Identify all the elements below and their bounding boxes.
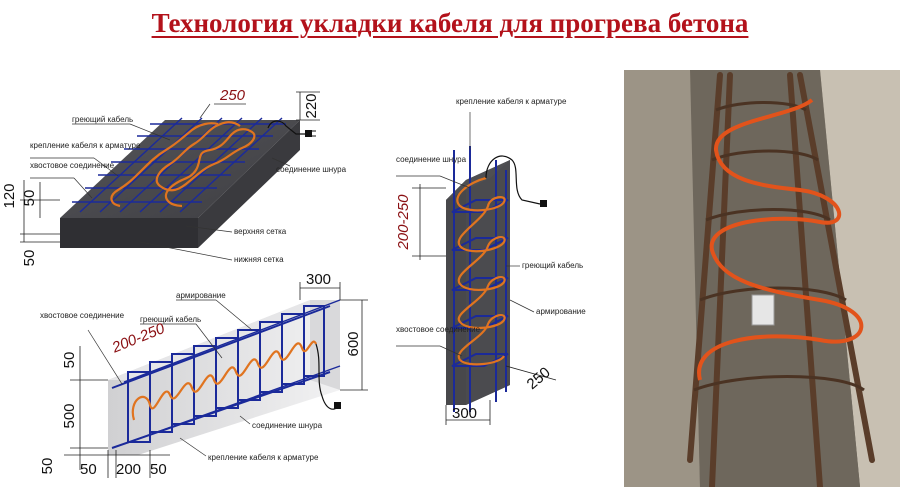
reinforcement-photo [624, 70, 900, 487]
beam-dim-50b: 50 [39, 458, 56, 475]
beam-dim-50d: 50 [150, 461, 167, 478]
slab-label-bottom-mesh: нижняя сетка [234, 255, 284, 264]
beam-dim-200: 200 [116, 461, 141, 478]
beam-longitudinal-bars [111, 299, 341, 449]
slab-diagram: греющий кабель крепление кабеля к армату… [1, 87, 347, 266]
column-dim-spacing: 200-250 [395, 194, 412, 251]
beam-label-cable-fastening: крепление кабеля к арматуре [208, 453, 319, 462]
beam-heating-cable [131, 340, 318, 421]
column-heating-cable [456, 176, 506, 366]
slab-power-cord [267, 120, 306, 135]
column-diagram: крепление кабеля к арматуре соединение ш… [395, 97, 586, 425]
beam-label-heating-cable: греющий кабель [140, 315, 201, 324]
beam-label-tail-connection: хвостовое соединение [40, 311, 125, 320]
slab-label-top-mesh: верхняя сетка [234, 227, 287, 236]
photo-left-wall [624, 70, 700, 487]
slab-label-heating-cable: греющий кабель [72, 115, 133, 124]
column-dim-300: 300 [452, 405, 477, 422]
column-dim-250: 250 [524, 364, 554, 393]
slab-plug-icon [305, 130, 312, 137]
slab-dim-50a: 50 [21, 190, 38, 207]
beam-plug-icon [334, 402, 341, 409]
slab-dim-50b: 50 [21, 250, 38, 267]
beam-power-cord [315, 343, 339, 410]
column-plug-icon [540, 200, 547, 207]
column-power-cord [485, 155, 541, 205]
slab-label-tail-connection: хвостовое соединение [30, 161, 115, 170]
column-label-cable-fastening: крепление кабеля к арматуре [456, 97, 567, 106]
column-label-reinforcement: армирование [536, 307, 586, 316]
photo-right-wall [820, 70, 900, 487]
slab-label-cable-fastening: крепление кабеля к арматуре [30, 141, 141, 150]
beam-dim-500: 500 [61, 403, 78, 428]
slab-front-face [60, 218, 198, 248]
beam-label-cord-connection: соединение шнура [252, 421, 323, 430]
beam-label-reinforcement: армирование [176, 291, 226, 300]
column-body [446, 160, 510, 405]
slab-dim-220: 220 [303, 93, 320, 118]
slab-side-face [198, 120, 300, 248]
beam-dim-300: 300 [306, 271, 331, 288]
beam-dim-600: 600 [345, 331, 362, 356]
column-label-tail-connection: хвостовое соединение [396, 325, 481, 334]
photo-rebar-rods [687, 72, 875, 487]
slab-label-cord-connection: соединение шнура [276, 165, 347, 174]
beam-dim-50a: 50 [61, 352, 78, 369]
slab-heating-cable [110, 121, 256, 208]
column-label-cord-connection: соединение шнура [396, 155, 467, 164]
column-label-heating-cable: греющий кабель [522, 261, 583, 270]
photo-cable-clip [751, 294, 775, 326]
beam-dim-spacing: 200-250 [109, 320, 168, 357]
beam-dim-50c: 50 [80, 461, 97, 478]
photo-heating-cable [697, 98, 864, 381]
slab-dim-250: 250 [219, 87, 246, 104]
beam-diagram: армирование греющий кабель хвостовое сое… [39, 271, 368, 478]
page-title: Технология укладки кабеля для прогрева б… [151, 8, 749, 38]
slab-dim-120: 120 [1, 183, 18, 208]
